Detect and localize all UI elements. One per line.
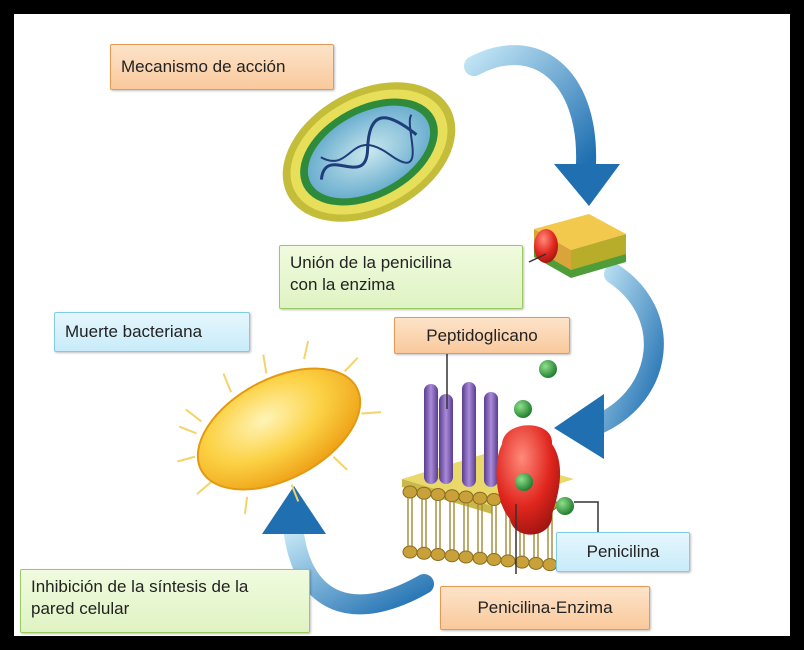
lipid-head	[472, 551, 488, 565]
label-peptidoglycan: Peptidoglicano	[394, 317, 570, 354]
bacterium-intact	[282, 82, 456, 222]
label-complex: Penicilina-Enzima	[440, 586, 650, 630]
lipid-head	[486, 553, 502, 567]
label-peptidoglycan-text: Peptidoglicano	[426, 326, 538, 345]
lipid-head	[416, 486, 432, 500]
label-mechanism-text: Mecanismo de acción	[121, 57, 286, 76]
label-inhibition-line2: pared celular	[31, 599, 130, 618]
label-complex-text: Penicilina-Enzima	[477, 598, 613, 617]
cycle-arrow-bottom	[262, 486, 434, 615]
lipid-head	[458, 490, 474, 504]
label-death-text: Muerte bacteriana	[65, 322, 203, 341]
diagram-artwork	[177, 45, 664, 615]
lipid-head	[528, 556, 544, 570]
lipid-heads-bottom	[402, 545, 558, 572]
cell-wall-block	[534, 214, 626, 278]
label-penicillin: Penicilina	[556, 532, 690, 572]
lipid-head	[444, 549, 460, 563]
label-binding-line2: con la enzima	[290, 275, 395, 294]
lipid-head	[402, 485, 418, 499]
penicillin-molecules	[514, 360, 574, 515]
label-inhibition-line1: Inhibición de la síntesis de la	[31, 577, 249, 596]
label-penicillin-text: Penicilina	[586, 542, 660, 561]
lipid-head	[430, 488, 446, 502]
diagram-frame: Mecanismo de acción Unión de la penicili…	[14, 14, 790, 636]
lipid-head	[472, 491, 488, 505]
lipid-head	[458, 550, 474, 564]
lipid-head	[402, 545, 418, 559]
label-death: Muerte bacteriana	[54, 312, 250, 352]
lipid-head	[416, 546, 432, 560]
lipid-head	[430, 548, 446, 562]
label-binding-line1: Unión de la penicilina	[290, 253, 452, 272]
lipid-head	[542, 558, 558, 572]
lipid-head	[486, 493, 502, 507]
lipid-head	[444, 489, 460, 503]
cycle-arrow-top	[464, 45, 620, 206]
lipid-head	[500, 554, 516, 568]
label-inhibition: Inhibición de la síntesis de la pared ce…	[20, 569, 310, 633]
cycle-arrow-right	[554, 264, 664, 459]
enzyme-small	[534, 229, 558, 263]
peptidoglycan-columns	[424, 382, 498, 487]
label-mechanism: Mecanismo de acción	[110, 44, 334, 90]
label-binding: Unión de la penicilina con la enzima	[279, 245, 523, 309]
lipid-tails	[407, 498, 553, 559]
bacterium-dead	[177, 340, 382, 515]
lipid-head	[514, 555, 530, 569]
